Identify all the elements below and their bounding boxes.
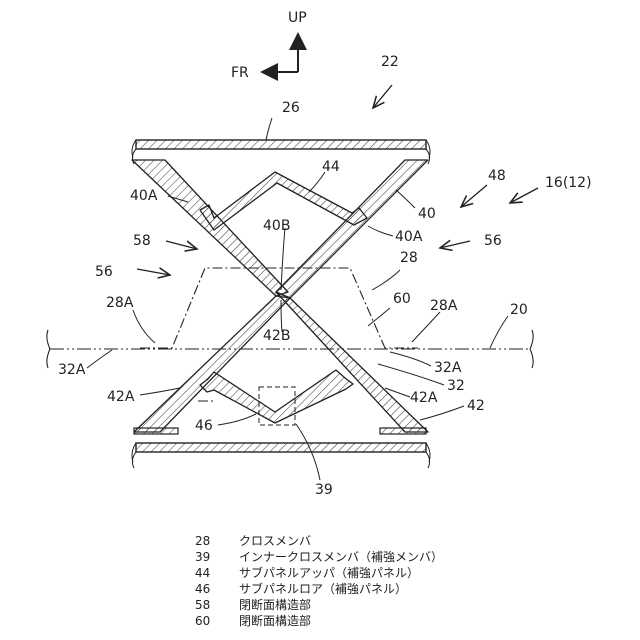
label-28-top: 28 <box>400 250 418 266</box>
legend-number: 58 <box>195 597 239 613</box>
label-40B: 40B <box>263 218 290 234</box>
legend-row: 46サブパネルロア（補強パネル） <box>195 581 443 597</box>
legend-number: 46 <box>195 581 239 597</box>
legend-number: 44 <box>195 565 239 581</box>
label-56-left: 56 <box>95 264 113 280</box>
label-42A-right: 42A <box>410 390 438 406</box>
label-40A-mid: 40A <box>395 229 423 245</box>
legend-number: 39 <box>195 549 239 565</box>
legend-row: 44サブパネルアッパ（補強パネル） <box>195 565 443 581</box>
label-40: 40 <box>418 206 436 222</box>
label-44: 44 <box>322 159 340 175</box>
legend-text: 閉断面構造部 <box>239 614 311 628</box>
legend-text: サブパネルロア（補強パネル） <box>239 582 407 596</box>
label-26: 26 <box>282 100 300 116</box>
up-label: UP <box>288 10 307 26</box>
label-28A-left: 28A <box>106 295 134 311</box>
label-60: 60 <box>393 291 411 307</box>
legend-text: クロスメンバ <box>239 534 311 548</box>
front-label: FR <box>231 65 249 81</box>
upper-floor-panel <box>132 140 430 164</box>
legend: 28クロスメンバ 39インナークロスメンバ（補強メンバ） 44サブパネルアッパ（… <box>195 533 443 629</box>
label-28A-right: 28A <box>430 298 458 314</box>
legend-row: 58閉断面構造部 <box>195 597 443 613</box>
label-39: 39 <box>315 482 333 498</box>
label-42B: 42B <box>263 328 290 344</box>
label-58: 58 <box>133 233 151 249</box>
bottom-flanges <box>134 428 426 434</box>
legend-number: 28 <box>195 533 239 549</box>
label-48: 48 <box>488 168 506 184</box>
label-22: 22 <box>381 54 399 70</box>
label-46: 46 <box>195 418 213 434</box>
label-32A-left: 32A <box>58 362 86 378</box>
label-32: 32 <box>447 378 465 394</box>
label-42: 42 <box>467 398 485 414</box>
label-42A-left: 42A <box>107 389 135 405</box>
legend-row: 60閉断面構造部 <box>195 613 443 629</box>
legend-text: インナークロスメンバ（補強メンバ） <box>239 550 443 564</box>
label-20: 20 <box>510 302 528 318</box>
label-40A-top: 40A <box>130 188 158 204</box>
direction-indicator <box>262 34 298 72</box>
sub-panel-lower <box>200 370 353 423</box>
legend-text: 閉断面構造部 <box>239 598 311 612</box>
legend-row: 39インナークロスメンバ（補強メンバ） <box>195 549 443 565</box>
legend-number: 60 <box>195 613 239 629</box>
label-56-right: 56 <box>484 233 502 249</box>
label-16-12: 16(12) <box>545 175 592 191</box>
lower-floor-panel <box>132 443 430 468</box>
legend-text: サブパネルアッパ（補強パネル） <box>239 566 419 580</box>
legend-row: 28クロスメンバ <box>195 533 443 549</box>
label-32A-right: 32A <box>434 360 462 376</box>
